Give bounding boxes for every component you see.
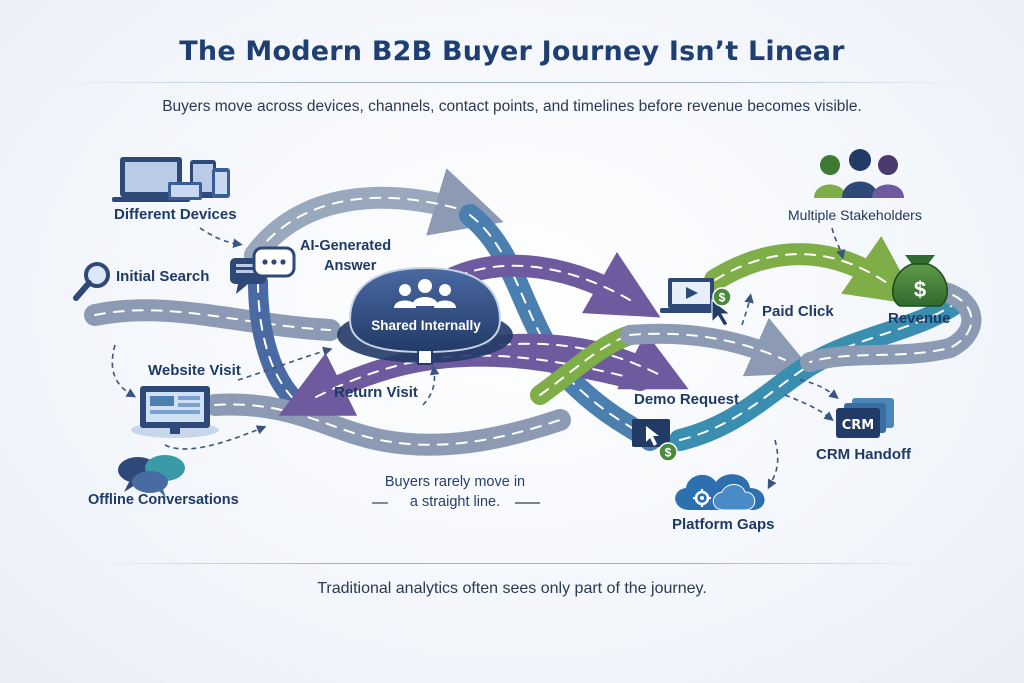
dashed-connectors xyxy=(111,227,846,490)
hub-shared-internally xyxy=(337,266,513,365)
conversation-bubbles-icon xyxy=(118,455,185,498)
page-footer: Traditional analytics often sees only pa… xyxy=(317,580,707,597)
road-ai-down-loop xyxy=(248,272,310,415)
label-offline-conversations: Offline Conversations xyxy=(88,492,239,508)
dollar-coin-paid-icon: $ xyxy=(712,287,732,307)
label-initial-search: Initial Search xyxy=(116,268,210,285)
devices-icon xyxy=(112,157,230,202)
people-group-icon xyxy=(394,279,456,308)
label-paid-click: Paid Click xyxy=(762,303,834,320)
stakeholders-icon xyxy=(814,149,904,198)
road-initial-search-to-hub xyxy=(84,299,341,341)
footer-divider xyxy=(90,563,934,564)
cloud-gear-icon xyxy=(675,474,765,511)
title-divider xyxy=(60,82,960,83)
ai-answer-line1: AI-Generated xyxy=(300,238,392,254)
dollar-sign-demo: $ xyxy=(665,446,672,460)
road-green-rise xyxy=(530,325,640,405)
road-paid-to-revenue xyxy=(704,235,919,306)
money-bag-icon: $ xyxy=(892,255,948,307)
road-hub-to-demo xyxy=(490,332,689,390)
label-return-visit: Return Visit xyxy=(334,384,418,401)
monitor-icon xyxy=(131,386,219,438)
dollar-sign-paid: $ xyxy=(719,291,726,305)
label-platform-gaps: Platform Gaps xyxy=(672,516,775,533)
chat-bubbles-icon xyxy=(230,246,296,294)
label-demo-request: Demo Request xyxy=(634,391,740,408)
annotation-straight-line: Buyers rarely move in a straight line. xyxy=(380,472,530,512)
road-revenue-tail xyxy=(800,280,982,372)
label-different-devices: Different Devices xyxy=(114,206,237,223)
crm-folders-icon: CRM xyxy=(836,398,894,438)
road-website-to-return xyxy=(204,393,571,456)
crm-badge-text: CRM xyxy=(842,418,875,433)
label-revenue: Revenue xyxy=(888,310,951,327)
dollar-sign-revenue: $ xyxy=(914,277,926,302)
page-subtitle: Buyers move across devices, channels, co… xyxy=(162,98,862,115)
label-website-visit: Website Visit xyxy=(148,362,241,379)
demo-request-icon xyxy=(632,419,670,447)
search-icon xyxy=(73,262,110,301)
label-multiple-stakeholders: Multiple Stakeholders xyxy=(788,207,922,223)
road-gray-to-demo-right xyxy=(620,317,815,377)
laptop-video-icon xyxy=(660,278,732,327)
label-crm-handoff: CRM Handoff xyxy=(816,446,911,463)
label-shared-internally: Shared Internally xyxy=(371,318,481,333)
ai-answer-line2: Answer xyxy=(324,258,377,274)
road-devices-arc xyxy=(244,168,504,266)
dollar-coin-demo-icon: $ xyxy=(658,442,678,462)
annotation-line1: Buyers rarely move in xyxy=(384,474,526,490)
label-ai-generated-answer: AI-Generated Answer xyxy=(300,236,391,276)
page-title: The Modern B2B Buyer Journey Isn’t Linea… xyxy=(179,36,845,67)
annotation-line2: a straight line. xyxy=(409,494,501,510)
